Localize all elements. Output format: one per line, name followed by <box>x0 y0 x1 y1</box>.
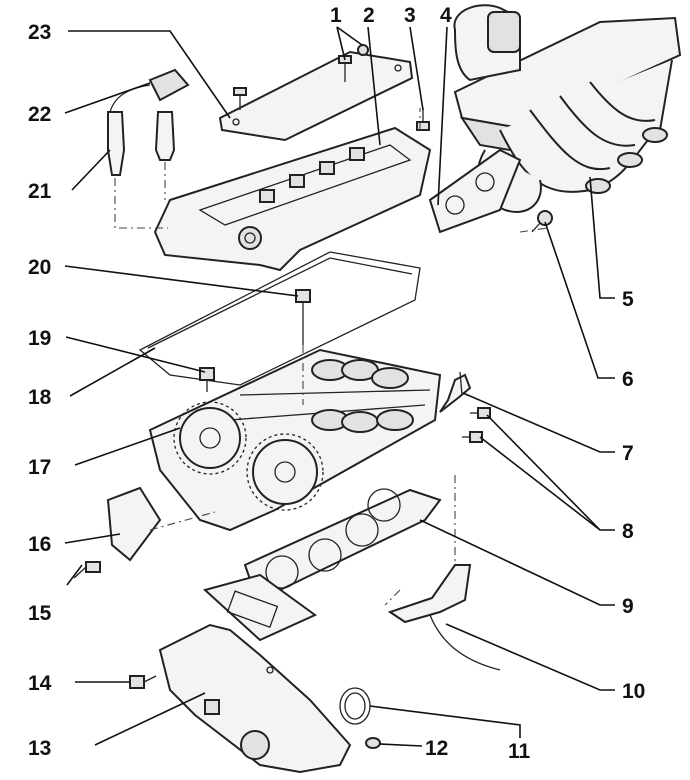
callout-7: 7 <box>622 442 634 465</box>
throttle-body <box>453 4 521 82</box>
lower-gasket <box>202 573 317 642</box>
callout-12: 12 <box>425 737 448 760</box>
callout-labels: 1 2 3 4 5 6 7 8 9 10 11 12 13 14 15 16 1… <box>28 4 645 763</box>
timing-cover <box>158 623 352 774</box>
callout-11: 11 <box>508 740 531 763</box>
ignition-coils <box>107 68 190 176</box>
guide-bolt <box>73 561 101 579</box>
callout-15: 15 <box>28 602 52 625</box>
callout-4: 4 <box>440 4 452 27</box>
callout-14: 14 <box>28 672 52 695</box>
callout-6: 6 <box>622 368 634 391</box>
cover-plate <box>218 50 414 142</box>
bracket <box>439 371 472 413</box>
cover-bolt <box>416 108 430 131</box>
head-bolt <box>295 289 311 345</box>
callout-3: 3 <box>404 4 416 27</box>
callout-8: 8 <box>622 520 634 543</box>
callout-2: 2 <box>363 4 375 27</box>
leader-lines <box>64 26 615 747</box>
callout-1: 1 <box>330 4 342 27</box>
callout-21: 21 <box>28 180 52 203</box>
callout-18: 18 <box>28 386 52 409</box>
callout-23: 23 <box>28 21 51 44</box>
plug <box>365 737 381 749</box>
cover-mount-bolt <box>129 675 157 689</box>
callout-9: 9 <box>622 595 634 618</box>
callout-5: 5 <box>622 288 634 311</box>
callout-19: 19 <box>28 327 51 350</box>
o-ring <box>339 687 371 725</box>
chain-guide <box>106 486 162 562</box>
valve-cover <box>153 126 432 272</box>
valve-cover-gasket <box>138 251 421 386</box>
callout-20: 20 <box>28 256 51 279</box>
callout-17: 17 <box>28 456 51 479</box>
callout-10: 10 <box>622 680 645 703</box>
callout-22: 22 <box>28 103 51 126</box>
alignment-lines <box>114 108 549 606</box>
hose <box>387 564 501 671</box>
callout-16: 16 <box>28 533 51 556</box>
cam-sprockets <box>173 401 324 511</box>
manifold-gasket <box>428 148 522 234</box>
callout-13: 13 <box>28 737 51 760</box>
bracket-bolts <box>462 407 491 443</box>
cylinder-head <box>148 348 442 532</box>
